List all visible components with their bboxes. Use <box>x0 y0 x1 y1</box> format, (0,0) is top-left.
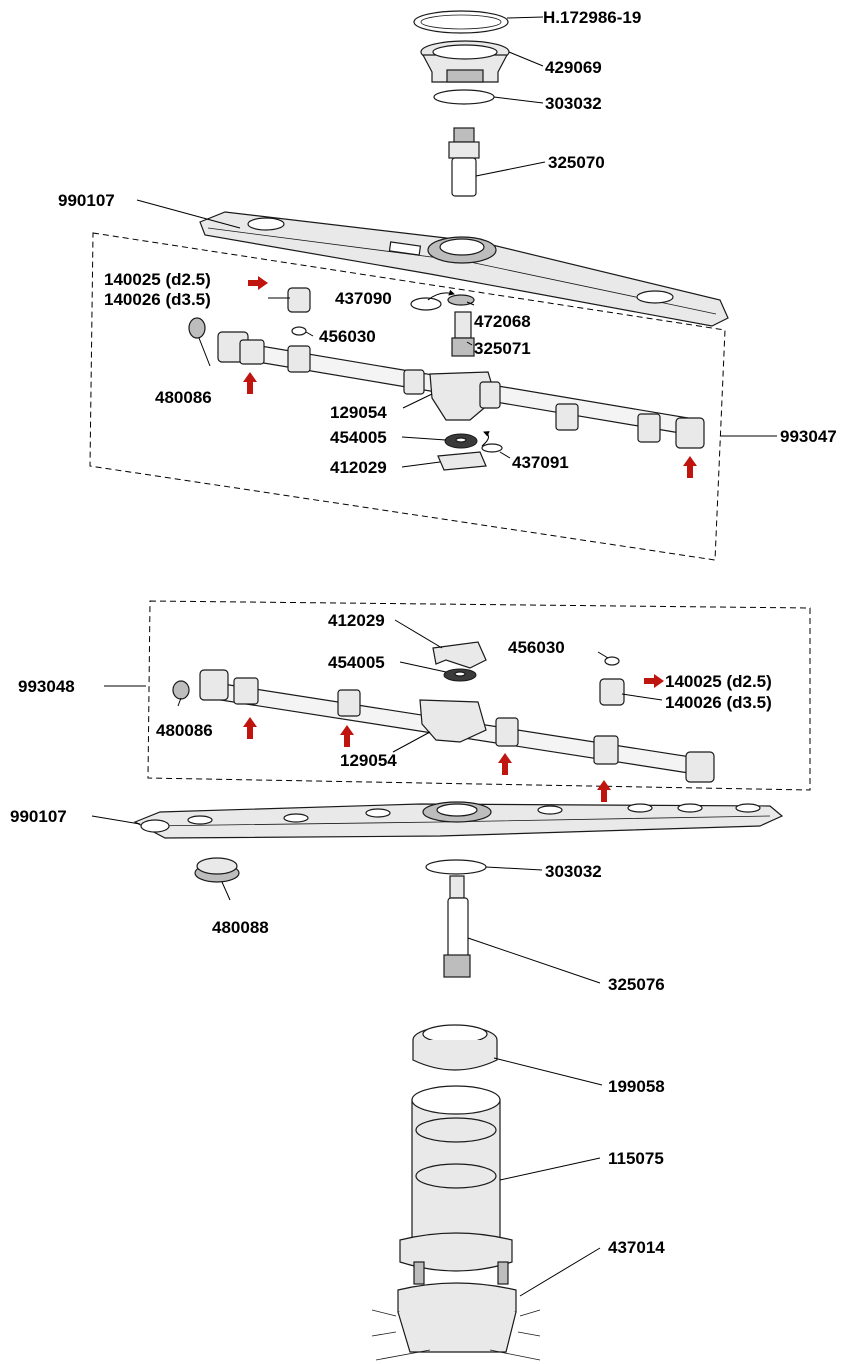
nozzle-part <box>287 287 311 313</box>
label-140025-top: 140025 (d2.5) <box>104 270 211 289</box>
shaft-325071-part <box>451 311 475 357</box>
label-437091: 437091 <box>512 453 569 472</box>
label-140026-bottom: 140026 (d3.5) <box>665 693 772 712</box>
label-993048: 993048 <box>18 677 75 696</box>
label-480088: 480088 <box>212 918 269 937</box>
shaft-part <box>448 127 480 197</box>
label-454005-top: 454005 <box>330 428 387 447</box>
retaining-ring-bottom-part <box>425 859 487 875</box>
rotation-arrow-icon <box>427 289 455 301</box>
clip-412029-part <box>437 451 487 471</box>
label-h172986: H.172986-19 <box>543 8 641 27</box>
lower-spray-tube-part <box>199 669 715 783</box>
label-456030-top: 456030 <box>319 327 376 346</box>
label-199058: 199058 <box>608 1077 665 1096</box>
label-140025-bottom: 140025 (d2.5) <box>665 672 772 691</box>
nozzle-bottom-part <box>599 678 625 706</box>
leader-lines <box>91 16 777 1297</box>
label-437090: 437090 <box>335 289 392 308</box>
base-437014-part <box>371 1261 541 1361</box>
retaining-ring-part <box>433 89 495 105</box>
label-140026-top: 140026 (d3.5) <box>104 290 211 309</box>
label-437014: 437014 <box>608 1238 665 1257</box>
column-115075-part <box>399 1085 513 1272</box>
end-cap-bottom-part <box>172 680 190 700</box>
label-480086-top: 480086 <box>155 388 212 407</box>
end-cap-part <box>188 317 206 339</box>
label-325076: 325076 <box>608 975 665 994</box>
label-480086-bottom: 480086 <box>156 721 213 740</box>
label-472068: 472068 <box>474 312 531 331</box>
shaft-325076-part <box>443 875 471 978</box>
sleeve-199058-part <box>412 1024 498 1071</box>
lower-spray-arm-part <box>133 801 784 839</box>
label-454005-bottom: 454005 <box>328 653 385 672</box>
label-993047: 993047 <box>780 427 837 446</box>
label-429069: 429069 <box>545 58 602 77</box>
upper-spray-arm-part <box>199 211 729 327</box>
label-456030-bottom: 456030 <box>508 638 565 657</box>
seal-ring-part <box>413 10 509 34</box>
rotation-arrow-icon-2 <box>481 431 490 447</box>
label-325070: 325070 <box>548 153 605 172</box>
label-325071: 325071 <box>474 339 531 358</box>
label-115075: 115075 <box>608 1149 664 1168</box>
washer-bottom-part <box>604 656 620 666</box>
label-303032-top: 303032 <box>545 94 602 113</box>
upper-spray-tube-part <box>217 331 705 449</box>
clip-412029-bottom-part <box>432 641 487 669</box>
label-990107-bottom: 990107 <box>10 807 67 826</box>
washer-part <box>291 326 307 336</box>
cap-480088-part <box>194 857 240 883</box>
washer-437091-part <box>481 443 503 453</box>
label-303032-bottom: 303032 <box>545 862 602 881</box>
assembly-outline-993048 <box>147 600 811 791</box>
bearing-part <box>420 40 510 83</box>
label-990107-top: 990107 <box>58 191 115 210</box>
label-412029-bottom: 412029 <box>328 611 385 630</box>
label-412029-top: 412029 <box>330 458 387 477</box>
label-129054-bottom: 129054 <box>340 751 397 770</box>
red-arrow-icon <box>243 276 697 802</box>
label-129054-top: 129054 <box>330 403 387 422</box>
washer-437090-part <box>410 297 442 311</box>
